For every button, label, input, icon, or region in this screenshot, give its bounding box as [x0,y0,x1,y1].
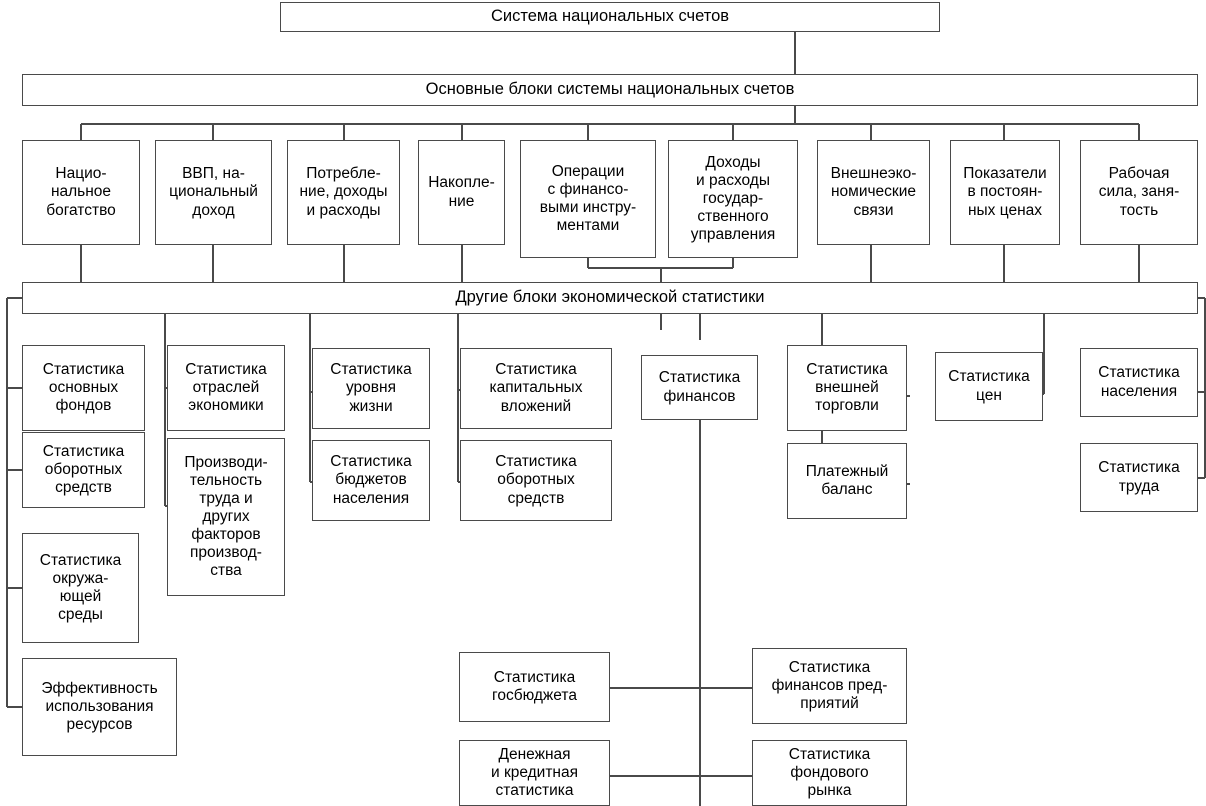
other-block-industry-statistics: Статистика отраслей экономики [167,345,285,431]
other-block-capital-investment-statistics: Статистика капитальных вложений [460,348,612,429]
other-block-working-capital-statistics-1: Статистика оборотных средств [22,432,145,508]
main-block-constant-price-indicators: Показатели в постоян- ных ценах [950,140,1060,245]
main-block-gdp-national-income: ВВП, на- циональный доход [155,140,272,245]
other-block-environment-statistics: Статистика окружа- ющей среды [22,533,139,643]
main-block-financial-instruments-operations: Операции с финансо- выми инстру- ментами [520,140,656,258]
other-block-living-standards-statistics: Статистика уровня жизни [312,348,430,429]
main-block-government-income-expenses: Доходы и расходы государ- ственного упра… [668,140,798,258]
other-block-labor-productivity: Производи- тельность труда и других факт… [167,438,285,596]
other-block-population-statistics: Статистика населения [1080,348,1198,417]
other-block-finance-statistics: Статистика финансов [641,355,758,420]
other-block-fixed-assets-statistics: Статистика основных фондов [22,345,145,431]
main-block-foreign-economic-relations: Внешнеэко- номические связи [817,140,930,245]
other-blocks-bar: Другие блоки экономической статистики [22,282,1198,314]
root-node: Система национальных счетов [280,2,940,32]
other-block-household-budget-statistics: Статистика бюджетов населения [312,440,430,521]
finance-block-monetary-credit-statistics: Денежная и кредитная статистика [459,740,610,806]
main-block-national-wealth: Нацио- нальное богатство [22,140,140,245]
finance-block-stock-market-statistics: Статистика фондового рынка [752,740,907,806]
main-block-labor-force-employment: Рабочая сила, заня- тость [1080,140,1198,245]
main-blocks-bar: Основные блоки системы национальных счет… [22,74,1198,106]
other-block-foreign-trade-statistics: Статистика внешней торговли [787,345,907,431]
finance-block-state-budget-statistics: Статистика госбюджета [459,652,610,722]
other-block-resource-use-efficiency: Эффективность использования ресурсов [22,658,177,756]
other-block-price-statistics: Статистика цен [935,352,1043,421]
other-block-balance-of-payments: Платежный баланс [787,443,907,519]
other-block-working-capital-statistics-2: Статистика оборотных средств [460,440,612,521]
other-block-labor-statistics: Статистика труда [1080,443,1198,512]
main-block-accumulation: Накопле- ние [418,140,505,245]
finance-block-enterprise-finance-statistics: Статистика финансов пред- приятий [752,648,907,724]
main-block-consumption-income-expenses: Потребле- ние, доходы и расходы [287,140,400,245]
